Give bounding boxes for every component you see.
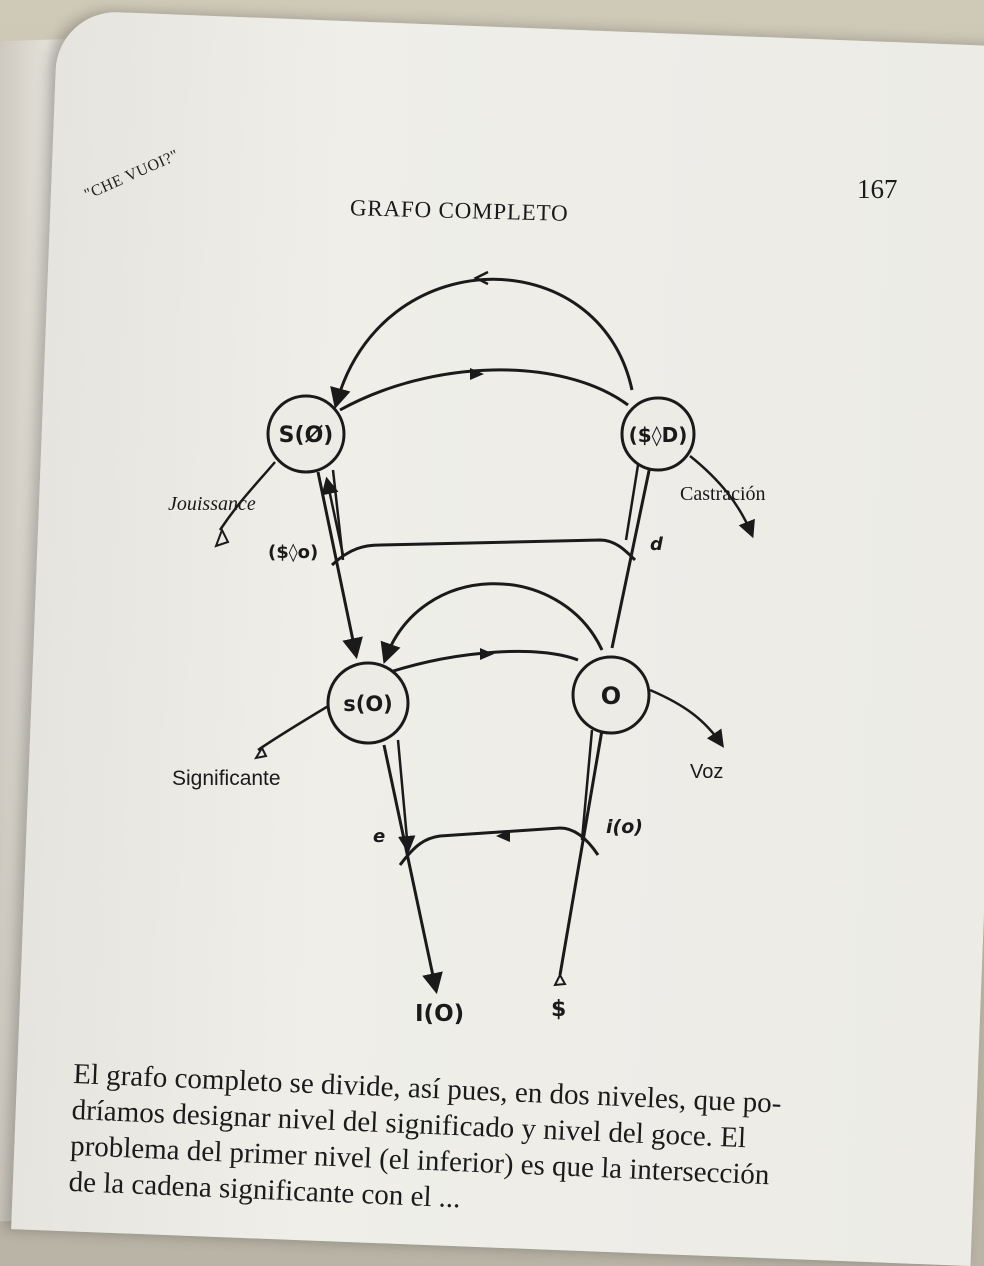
node-small-s-label: s(O) xyxy=(343,692,393,716)
label-io: i(o) xyxy=(606,816,643,838)
node-other xyxy=(571,655,651,735)
jouissance-tail xyxy=(214,527,230,548)
right-lower-trunk-2 xyxy=(580,729,594,841)
left-lower-trunk-2 xyxy=(396,739,416,854)
significante-line xyxy=(257,703,331,752)
castracion-line xyxy=(689,455,755,539)
label-e: e xyxy=(373,826,385,847)
node-other-label: O xyxy=(601,682,621,710)
node-small-s xyxy=(326,661,410,745)
voz-line xyxy=(649,688,724,748)
jouissance-line xyxy=(218,461,276,531)
node-drive-label: ($◊D) xyxy=(629,423,688,447)
ego-arrow xyxy=(496,830,510,842)
lower-outer-arc xyxy=(380,582,604,664)
label-voz: Voz xyxy=(690,761,723,783)
upper-arrow-head-mid xyxy=(473,270,489,286)
page-number: 167 xyxy=(857,174,898,204)
upper-outer-arc xyxy=(330,277,634,410)
left-lower-trunk xyxy=(382,744,443,995)
fantasy-crossbar xyxy=(330,538,637,567)
lower-inner-arc xyxy=(389,649,579,674)
label-jouissance: Jouissance xyxy=(168,493,256,515)
lower-inner-arrow xyxy=(480,648,494,660)
node-drive xyxy=(620,396,696,472)
graph-diagram: S(Ø) ($◊D) s(O) O Jouissance Castración … xyxy=(168,270,766,1027)
label-significante: Significante xyxy=(172,767,281,790)
right-upper-trunk-2 xyxy=(624,464,640,541)
node-big-s-label: S(Ø) xyxy=(279,423,334,448)
label-ideal: I(O) xyxy=(415,1001,464,1027)
label-subject: $ xyxy=(551,997,566,1022)
label-fantasy: ($◊o) xyxy=(268,542,318,563)
fantasy-arrow-to-bigs xyxy=(321,476,345,556)
subject-tail xyxy=(553,972,567,987)
upper-inner-arrow xyxy=(470,368,484,380)
upper-inner-arc xyxy=(339,368,629,412)
node-big-s xyxy=(266,394,346,474)
label-d: d xyxy=(650,534,664,555)
left-upper-trunk xyxy=(316,471,363,660)
right-lower-trunk xyxy=(558,729,604,976)
label-castracion: Castración xyxy=(680,483,766,505)
significante-tail xyxy=(253,745,268,760)
ego-crossbar xyxy=(398,826,600,866)
